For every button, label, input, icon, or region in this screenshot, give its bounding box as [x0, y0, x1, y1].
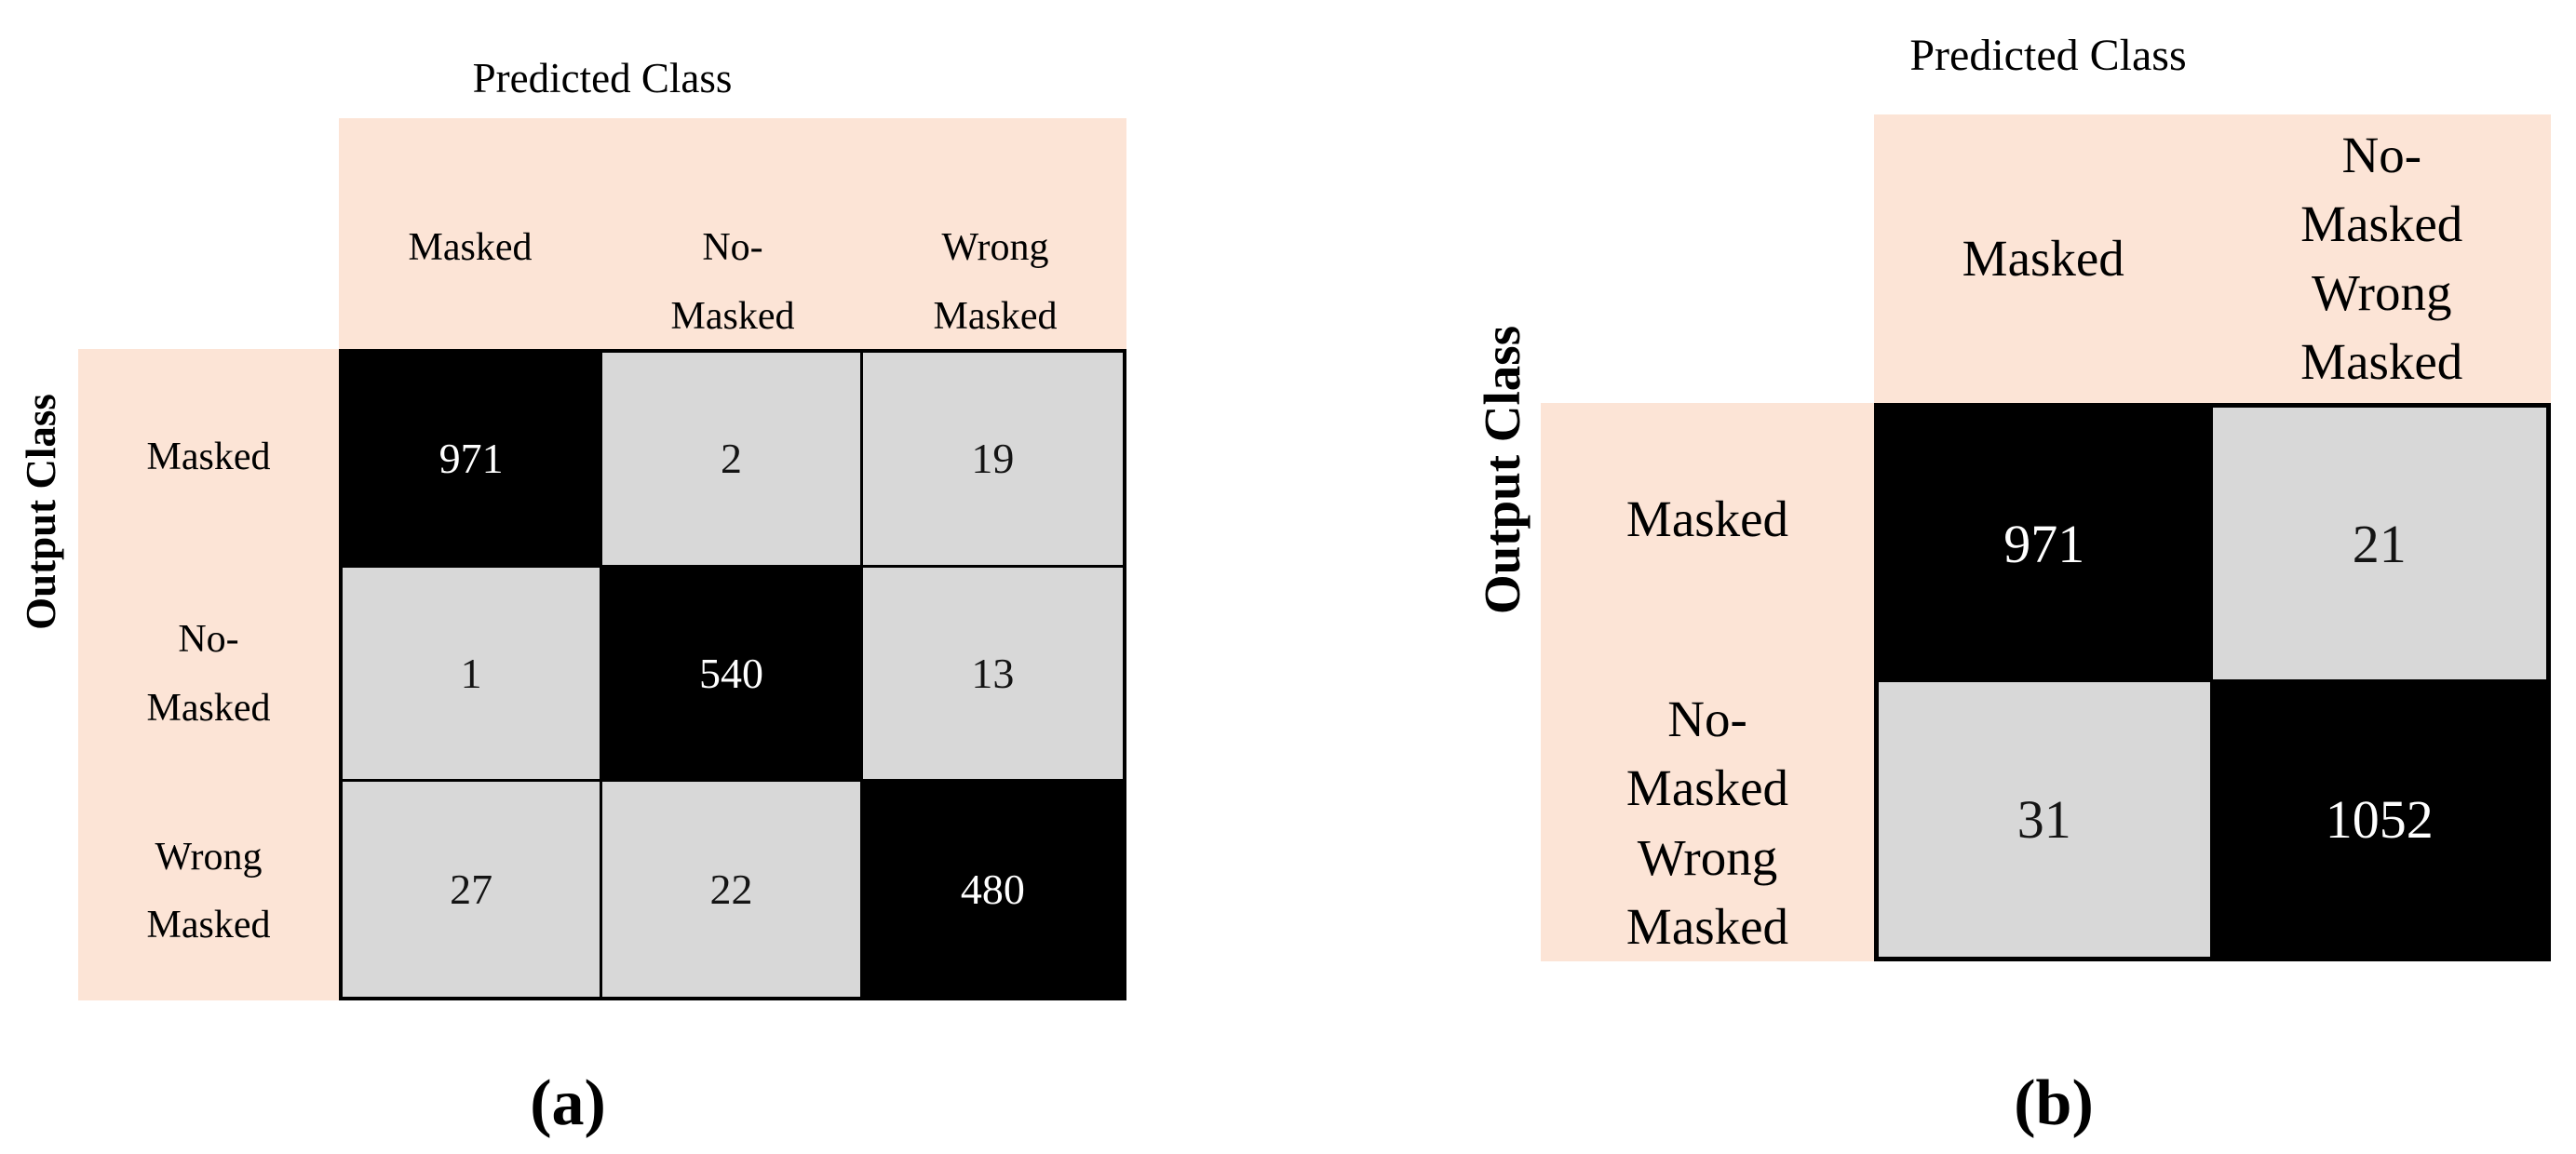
figure-b-matrix-grid: 971 21 31 1052 [1874, 403, 2551, 961]
cell-a-0-1: 2 [602, 353, 863, 568]
cell-b-0-0: 971 [1879, 408, 2213, 682]
figure-b-row-header-no-masked-wrong-masked: No- Masked Wrong Masked [1625, 691, 1789, 955]
figure-b-caption: (b) [2014, 1067, 2094, 1139]
figure-a-col-header-wrong-masked: Wrong Masked [933, 226, 1058, 338]
cell-a-2-2: 480 [862, 782, 1123, 997]
cell-a-2-0: 27 [343, 782, 603, 997]
figure-b-row-header-strip: Masked No- Masked Wrong Masked [1541, 403, 1874, 961]
cell-b-1-1: 1052 [2212, 682, 2546, 957]
figure-a-column-header-strip: Masked No- Masked Wrong Masked [339, 118, 1126, 349]
figure-a-matrix-grid: 971 2 19 1 540 13 27 22 480 [339, 349, 1126, 1000]
cell-a-0-2: 19 [862, 353, 1123, 568]
figure-a-row-header-masked: Masked [146, 435, 271, 478]
figure-b-column-header-strip: Masked No- Masked Wrong Masked [1874, 114, 2551, 403]
cell-a-1-0: 1 [343, 567, 603, 783]
figure-b-row-header-masked: Masked [1625, 490, 1789, 548]
figure-b-col-header-masked: Masked [1962, 229, 2124, 287]
figure-b-output-class-label: Output Class [1474, 325, 1531, 615]
figure-a-output-class-label: Output Class [18, 394, 64, 630]
figure-a-col-header-no-masked: No- Masked [670, 226, 795, 338]
figure-a-predicted-class-title: Predicted Class [472, 55, 733, 101]
figure-a-row-header-no-masked: No- Masked [146, 618, 271, 730]
figure-b-predicted-class-title: Predicted Class [1909, 31, 2187, 80]
cell-a-0-0: 971 [343, 353, 603, 568]
cell-a-1-2: 13 [862, 567, 1123, 783]
figure-b-col-header-no-masked-wrong-masked: No- Masked Wrong Masked [2300, 126, 2463, 391]
cell-b-1-0: 31 [1879, 682, 2213, 957]
figure-a-col-header-masked: Masked [408, 226, 533, 269]
figure-a-caption: (a) [530, 1067, 606, 1139]
figure-a-row-header-wrong-masked: Wrong Masked [146, 835, 271, 947]
cell-a-2-1: 22 [602, 782, 863, 997]
figure-a-row-header-strip: Masked No- Masked Wrong Masked [78, 349, 339, 1000]
cell-a-1-1: 540 [602, 567, 863, 783]
cell-b-0-1: 21 [2212, 408, 2546, 682]
